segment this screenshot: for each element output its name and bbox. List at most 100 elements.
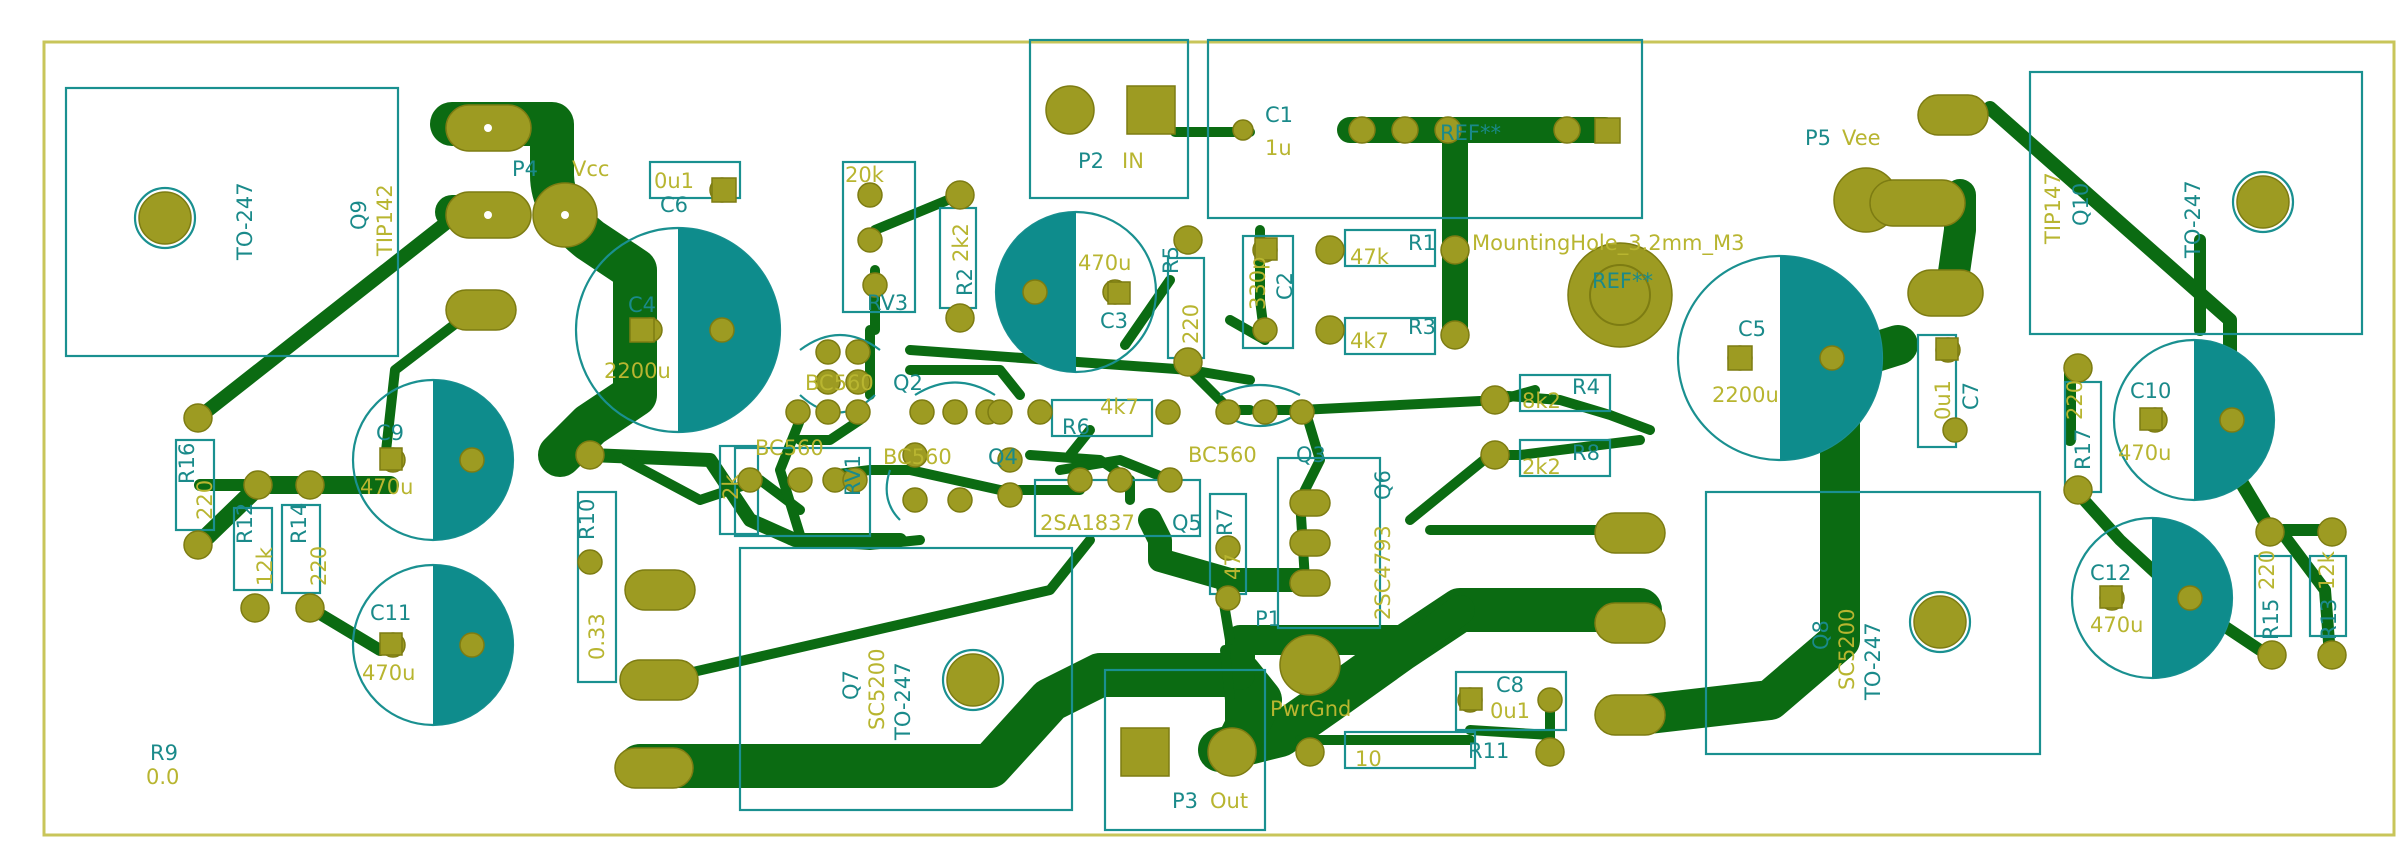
c3-ref: C3 (1100, 309, 1128, 333)
r10-ref: R10 (575, 499, 599, 540)
silkscreen-text: P2 IN P3 Out P4 Vcc P5 Vee P1 PwrGnd C1 … (146, 103, 2341, 813)
q8-ref: Q8 (1809, 620, 1833, 650)
c5-value: 2200u (1712, 383, 1779, 407)
r9-value: 0.0 (146, 765, 179, 789)
c12-value: 470u (2090, 613, 2143, 637)
c7-ref: C7 (1959, 382, 1983, 410)
r7-value: 47 (1221, 553, 1245, 580)
p2-value: IN (1122, 149, 1144, 173)
q10-ref: Q10 (2069, 183, 2093, 226)
c6-ref: C6 (660, 193, 688, 217)
pads (138, 85, 2347, 789)
r4-ref: R4 (1572, 375, 1600, 399)
c9-ref: C9 (376, 421, 404, 445)
q3-ref: Q3 (1296, 443, 1326, 467)
q4-ref: Q4 (988, 445, 1018, 469)
c9-value: 470u (360, 475, 413, 499)
r3-ref: R3 (1408, 315, 1436, 339)
c8-value: 0u1 (1490, 699, 1530, 723)
r15-ref: R15 (2259, 599, 2283, 640)
rv3-value: 20k (845, 163, 885, 187)
rv1-ref: RV1 (841, 455, 865, 496)
r9-ref: R9 (150, 741, 178, 765)
c6-value: 0u1 (654, 169, 694, 193)
rv3-ref: RV3 (867, 291, 908, 315)
c8-ref: C8 (1496, 673, 1524, 697)
ref-stars-top: REF** (1440, 121, 1501, 145)
p1-ref: P1 (1255, 607, 1281, 631)
q3-value: BC560 (1188, 443, 1257, 467)
r4-value: 8k2 (1522, 389, 1561, 413)
q8-package: TO-247 (1861, 622, 1885, 701)
q10-value: TIP147 (2041, 172, 2065, 245)
r13-value: 12k (2315, 550, 2339, 590)
p1-value: PwrGnd (1270, 697, 1351, 721)
r2-ref: R2 (953, 268, 977, 296)
c10-value: 470u (2118, 441, 2171, 465)
q8-value: SC5200 (1835, 609, 1859, 690)
r13-ref: R13 (2317, 599, 2341, 640)
r6-value: 4k7 (1100, 395, 1139, 419)
q7-value: SC5200 (865, 649, 889, 730)
q2-value: BC560 (805, 371, 874, 395)
r12-ref: R12 (233, 503, 257, 544)
p4-ref: P4 (512, 157, 538, 181)
q5-ref: Q5 (1172, 511, 1202, 535)
r5-value: 220 (1179, 304, 1203, 344)
q9-value: TIP142 (373, 184, 397, 257)
q1-value: BC560 (755, 436, 824, 460)
q10-package: TO-247 (2181, 180, 2205, 259)
c4-value: 2200u (604, 359, 671, 383)
mounting-hole-value: MountingHole_3.2mm_M3 (1472, 231, 1744, 256)
r11-ref: R11 (1468, 739, 1509, 763)
c10-ref: C10 (2130, 379, 2171, 403)
r16-ref: R16 (175, 443, 199, 484)
q6-value: 2SC4793 (1371, 525, 1395, 620)
p3-ref: P3 (1172, 789, 1198, 813)
p5-value: Vee (1842, 126, 1881, 150)
q2-ref: Q2 (893, 371, 923, 395)
r5-ref: R5 (1159, 246, 1183, 274)
p4-value: Vcc (572, 157, 609, 181)
r14-ref: R14 (287, 503, 311, 544)
r1-ref: R1 (1408, 231, 1436, 255)
r11-value: 10 (1355, 747, 1382, 771)
r1-value: 47k (1350, 245, 1390, 269)
c3-value: 470u (1078, 251, 1131, 275)
r3-value: 4k7 (1350, 329, 1389, 353)
r6-ref: R6 (1062, 415, 1090, 439)
r12-value: 12k (253, 546, 277, 586)
q6-ref: Q6 (1371, 470, 1395, 500)
c1-value: 1u (1265, 136, 1292, 160)
c7-value: 0u1 (1931, 380, 1955, 420)
r8-value: 2k2 (1522, 455, 1561, 479)
c2-value: 330p (1246, 257, 1270, 310)
p2-ref: P2 (1078, 149, 1104, 173)
c5-ref: C5 (1738, 317, 1766, 341)
mounting-hole-ref: REF** (1592, 269, 1653, 293)
q9-ref: Q9 (347, 200, 371, 230)
board-edge (42, 40, 2396, 837)
c2-ref: C2 (1273, 272, 1297, 300)
q5-value: 2SA1837 (1040, 511, 1135, 535)
r15-value: 220 (2255, 550, 2279, 590)
c4-ref: C4 (628, 293, 656, 317)
silkscreen-outlines (64, 38, 2364, 832)
q7-package: TO-247 (891, 662, 915, 741)
p5-ref: P5 (1805, 126, 1831, 150)
q9-package: TO-247 (233, 182, 257, 261)
r2-value: 2k2 (949, 223, 973, 262)
r16-value: 220 (193, 480, 217, 520)
c12-ref: C12 (2090, 561, 2131, 585)
r17-ref: R17 (2071, 429, 2095, 470)
p3-value: Out (1210, 789, 1248, 813)
q4-value: BC560 (883, 445, 952, 469)
r10-value: 0.33 (585, 613, 609, 660)
r17-value: 220 (2063, 380, 2087, 420)
c1-ref: C1 (1265, 103, 1293, 127)
rv1-value: 2k (719, 474, 743, 500)
c11-ref: C11 (370, 601, 411, 625)
r14-value: 220 (307, 546, 331, 586)
c11-value: 470u (362, 661, 415, 685)
